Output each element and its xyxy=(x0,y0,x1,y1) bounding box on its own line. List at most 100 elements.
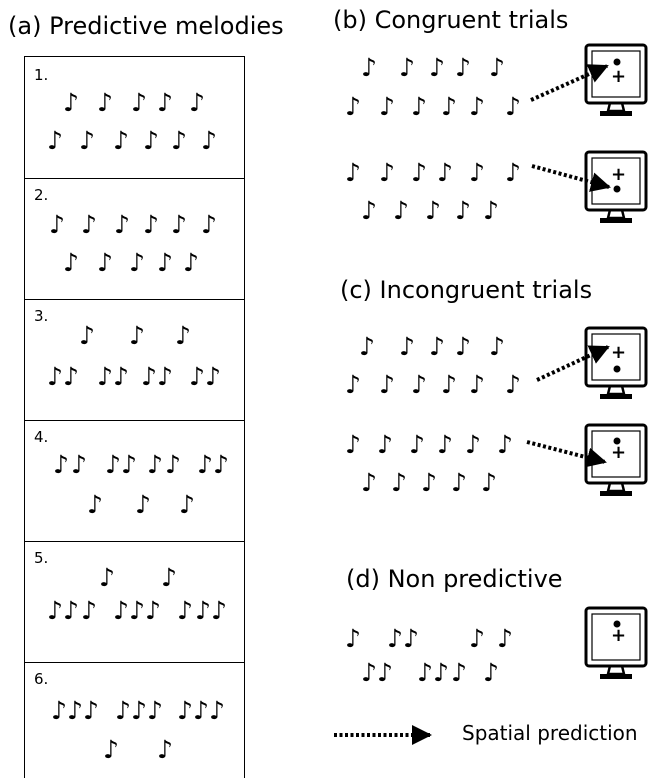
music-note-icon: ♪ xyxy=(391,468,407,497)
music-note-icon: ♪ xyxy=(205,362,221,391)
music-note-icon: ♪ xyxy=(469,92,485,121)
music-note-icon: ♪ xyxy=(403,624,419,653)
music-note-icon: ♪ xyxy=(345,370,361,399)
music-note-icon: ♪ xyxy=(157,88,173,117)
music-note-icon: ♪ xyxy=(113,126,129,155)
panel-d-title: (d) Non predictive xyxy=(346,565,563,593)
music-note-icon: ♪ xyxy=(143,210,159,239)
music-note-icon: ♪ xyxy=(63,596,79,625)
melody-box-3 xyxy=(25,299,244,420)
music-note-icon: ♪ xyxy=(361,468,377,497)
melody-box-5 xyxy=(25,541,244,662)
music-note-icon: ♪ xyxy=(393,196,409,225)
music-note-icon: ♪ xyxy=(505,92,521,121)
music-note-icon: ♪ xyxy=(51,696,67,725)
panel-c-title: (c) Incongruent trials xyxy=(340,276,593,304)
music-note-icon: ♪ xyxy=(135,490,151,519)
fixation-cross-icon: + xyxy=(611,164,627,185)
music-note-icon: ♪ xyxy=(63,88,79,117)
music-note-icon: ♪ xyxy=(387,624,403,653)
prediction-arrow xyxy=(526,440,607,468)
legend-label: Spatial prediction xyxy=(462,721,638,745)
music-note-icon: ♪ xyxy=(411,370,427,399)
music-note-icon: ♪ xyxy=(131,696,147,725)
music-note-icon: ♪ xyxy=(81,210,97,239)
music-note-icon: ♪ xyxy=(141,362,157,391)
monitor-icon xyxy=(584,150,648,223)
melody-box-2 xyxy=(25,178,244,299)
music-note-icon: ♪ xyxy=(114,210,130,239)
music-note-icon: ♪ xyxy=(497,430,513,459)
music-note-icon: ♪ xyxy=(197,450,213,479)
melody-number-4: 4. xyxy=(34,428,49,446)
music-note-icon: ♪ xyxy=(147,450,163,479)
target-dot xyxy=(613,437,621,445)
music-note-icon: ♪ xyxy=(47,596,63,625)
melody-number-3: 3. xyxy=(34,307,49,325)
music-note-icon: ♪ xyxy=(379,370,395,399)
music-note-icon: ♪ xyxy=(211,596,227,625)
music-note-icon: ♪ xyxy=(441,92,457,121)
music-note-icon: ♪ xyxy=(97,88,113,117)
music-note-icon: ♪ xyxy=(379,92,395,121)
music-note-icon: ♪ xyxy=(121,450,137,479)
music-note-icon: ♪ xyxy=(79,321,95,350)
prediction-arrow xyxy=(531,164,611,192)
music-note-icon: ♪ xyxy=(157,362,173,391)
music-note-icon: ♪ xyxy=(201,210,217,239)
music-note-icon: ♪ xyxy=(171,126,187,155)
music-note-icon: ♪ xyxy=(177,596,193,625)
music-note-icon: ♪ xyxy=(201,126,217,155)
music-note-icon: ♪ xyxy=(103,735,119,764)
music-note-icon: ♪ xyxy=(129,596,145,625)
music-note-icon: ♪ xyxy=(411,158,427,187)
target-dot xyxy=(613,185,621,193)
music-note-icon: ♪ xyxy=(469,624,485,653)
panel-a-title: (a) Predictive melodies xyxy=(8,12,284,40)
music-note-icon: ♪ xyxy=(183,248,199,277)
music-note-icon: ♪ xyxy=(157,735,173,764)
melody-box-4 xyxy=(25,420,244,541)
music-note-icon: ♪ xyxy=(505,158,521,187)
music-note-icon: ♪ xyxy=(399,332,415,361)
music-note-icon: ♪ xyxy=(189,362,205,391)
music-note-icon: ♪ xyxy=(429,332,445,361)
music-note-icon: ♪ xyxy=(483,658,499,687)
music-note-icon: ♪ xyxy=(49,210,65,239)
music-note-icon: ♪ xyxy=(53,450,69,479)
music-note-icon: ♪ xyxy=(193,696,209,725)
target-dot xyxy=(613,620,621,628)
music-note-icon: ♪ xyxy=(455,53,471,82)
music-note-icon: ♪ xyxy=(113,362,129,391)
music-note-icon: ♪ xyxy=(177,696,193,725)
music-note-icon: ♪ xyxy=(437,158,453,187)
music-note-icon: ♪ xyxy=(345,92,361,121)
music-note-icon: ♪ xyxy=(437,430,453,459)
fixation-cross-icon: + xyxy=(611,66,627,87)
music-note-icon: ♪ xyxy=(465,430,481,459)
music-note-icon: ♪ xyxy=(175,321,191,350)
music-note-icon: ♪ xyxy=(143,126,159,155)
music-note-icon: ♪ xyxy=(489,53,505,82)
music-note-icon: ♪ xyxy=(441,370,457,399)
music-note-icon: ♪ xyxy=(195,596,211,625)
music-note-icon: ♪ xyxy=(63,362,79,391)
music-note-icon: ♪ xyxy=(189,88,205,117)
music-note-icon: ♪ xyxy=(421,468,437,497)
music-note-icon: ♪ xyxy=(409,430,425,459)
music-note-icon: ♪ xyxy=(47,126,63,155)
music-note-icon: ♪ xyxy=(455,196,471,225)
target-dot xyxy=(613,58,621,66)
melody-list xyxy=(24,56,245,778)
music-note-icon: ♪ xyxy=(67,696,83,725)
music-note-icon: ♪ xyxy=(451,658,467,687)
music-note-icon: ♪ xyxy=(399,53,415,82)
music-note-icon: ♪ xyxy=(451,468,467,497)
melody-number-6: 6. xyxy=(34,670,49,688)
music-note-icon: ♪ xyxy=(171,210,187,239)
music-note-icon: ♪ xyxy=(115,696,131,725)
music-note-icon: ♪ xyxy=(345,158,361,187)
music-note-icon: ♪ xyxy=(99,563,115,592)
music-note-icon: ♪ xyxy=(361,53,377,82)
